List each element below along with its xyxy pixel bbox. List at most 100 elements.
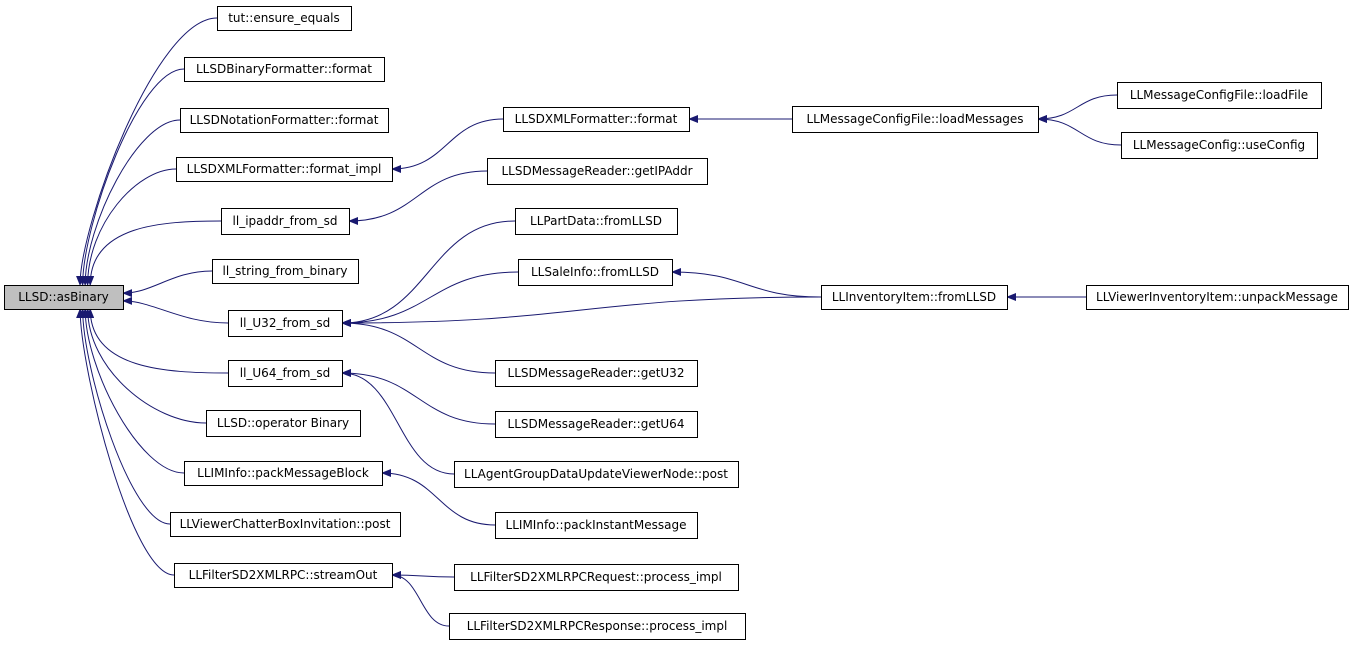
edge-saleinfo-to-u32 bbox=[341, 271, 519, 327]
node-label: LLViewerInventoryItem::unpackMessage bbox=[1096, 290, 1338, 304]
node-label: LLSDMessageReader::getU64 bbox=[508, 417, 685, 431]
edge-u64-to-asBinary bbox=[86, 308, 229, 374]
node-box bbox=[503, 107, 690, 132]
node-llsdbinaryformatter-format[interactable]: LLSDBinaryFormatter::format bbox=[184, 57, 385, 82]
node-llfiltersd2xmlrpcrequest-process-impl[interactable]: LLFilterSD2XMLRPCRequest::process_impl bbox=[454, 564, 739, 591]
node-llsdxmlformatter-format[interactable]: LLSDXMLFormatter::format bbox=[503, 107, 690, 132]
node-box bbox=[449, 613, 746, 640]
node-box bbox=[1121, 132, 1318, 159]
node-llmessageconfig-useconfig[interactable]: LLMessageConfig::useConfig bbox=[1121, 132, 1318, 159]
node-label: LLSaleInfo::fromLLSD bbox=[531, 265, 659, 279]
edge-ipaddr-to-asBinary bbox=[86, 220, 222, 286]
node-llinventoryitem-fromllsd[interactable]: LLInventoryItem::fromLLSD bbox=[821, 285, 1008, 310]
node-label: LLSDXMLFormatter::format bbox=[515, 112, 678, 126]
node-box bbox=[487, 158, 708, 185]
node-box bbox=[217, 6, 352, 31]
node-box bbox=[495, 512, 698, 539]
edge-loadfile-to-loadmsgs bbox=[1037, 94, 1118, 123]
node-ll-u32-from-sd[interactable]: ll_U32_from_sd bbox=[228, 310, 343, 337]
node-ll-ipaddr-from-sd[interactable]: ll_ipaddr_from_sd bbox=[221, 208, 350, 235]
edge-ensure_equals-to-asBinary bbox=[76, 17, 218, 286]
node-llsdnotationformatter-format[interactable]: LLSDNotationFormatter::format bbox=[180, 108, 389, 133]
node-label: LLInventoryItem::fromLLSD bbox=[832, 290, 996, 304]
node-box bbox=[454, 564, 739, 591]
edge-partdata-to-u32 bbox=[341, 220, 516, 327]
edge-binfmt-to-asBinary bbox=[78, 68, 185, 286]
node-box bbox=[176, 157, 393, 182]
node-box bbox=[821, 285, 1008, 310]
edge-xmlfmt_impl-to-asBinary bbox=[83, 168, 177, 286]
node-label: LLSDMessageReader::getIPAddr bbox=[501, 164, 692, 178]
node-label: LLMessageConfigFile::loadFile bbox=[1130, 88, 1308, 102]
edge-u32-to-asBinary bbox=[122, 296, 229, 324]
node-label: LLSDXMLFormatter::format_impl bbox=[187, 162, 382, 176]
node-lliminfo-packmessageblock[interactable]: LLIMInfo::packMessageBlock bbox=[184, 461, 383, 486]
node-llsaleinfo-fromllsd[interactable]: LLSaleInfo::fromLLSD bbox=[518, 259, 673, 286]
node-label: LLSD::asBinary bbox=[18, 290, 108, 304]
node-box bbox=[206, 410, 361, 437]
edge-resp-to-streamout bbox=[391, 571, 450, 627]
node-llsdmessagereader-getu32[interactable]: LLSDMessageReader::getU32 bbox=[495, 360, 698, 387]
node-box bbox=[515, 208, 678, 235]
node-ll-string-from-binary[interactable]: ll_string_from_binary bbox=[212, 259, 359, 284]
node-llsdmessagereader-getipaddr[interactable]: LLSDMessageReader::getIPAddr bbox=[487, 158, 708, 185]
node-label: ll_ipaddr_from_sd bbox=[233, 214, 338, 228]
node-llfiltersd2xmlrpcresponse-process-impl[interactable]: LLFilterSD2XMLRPCResponse::process_impl bbox=[449, 613, 746, 640]
node-label: LLSDBinaryFormatter::format bbox=[196, 62, 372, 76]
node-label: ll_U32_from_sd bbox=[240, 316, 331, 330]
node-box bbox=[792, 106, 1039, 133]
node-llmessageconfigfile-loadmessages[interactable]: LLMessageConfigFile::loadMessages bbox=[792, 106, 1039, 133]
edge-notfmt-to-asBinary bbox=[81, 119, 181, 286]
node-llsd-operator-binary[interactable]: LLSD::operator Binary bbox=[206, 410, 361, 437]
node-llsdxmlformatter-format-impl[interactable]: LLSDXMLFormatter::format_impl bbox=[176, 157, 393, 182]
node-label: LLSDMessageReader::getU32 bbox=[508, 366, 685, 380]
edge-chatter-to-asBinary bbox=[78, 308, 171, 525]
node-label: ll_U64_from_sd bbox=[240, 366, 331, 380]
node-label: LLSDNotationFormatter::format bbox=[190, 113, 379, 127]
node-llsdmessagereader-getu64[interactable]: LLSDMessageReader::getU64 bbox=[495, 411, 698, 438]
nodes-layer: LLSD::asBinary tut::ensure_equalsLLSDBina… bbox=[4, 6, 1349, 640]
node-box bbox=[495, 360, 698, 387]
node-box bbox=[4, 285, 124, 310]
node-label: LLFilterSD2XMLRPC::streamOut bbox=[189, 568, 378, 582]
node-box bbox=[184, 461, 383, 486]
node-llpartdata-fromllsd[interactable]: LLPartData::fromLLSD bbox=[515, 208, 678, 235]
node-label: tut::ensure_equals bbox=[228, 11, 340, 25]
node-box bbox=[174, 563, 393, 588]
node-llsd-asbinary[interactable]: LLSD::asBinary bbox=[4, 285, 124, 310]
node-label: LLMessageConfig::useConfig bbox=[1133, 138, 1305, 152]
node-label: LLAgentGroupDataUpdateViewerNode::post bbox=[464, 467, 728, 481]
node-lliminfo-packinstantmessage[interactable]: LLIMInfo::packInstantMessage bbox=[495, 512, 698, 539]
edge-strbin-to-asBinary bbox=[122, 270, 213, 298]
node-llviewerinventoryitem-unpackmessage[interactable]: LLViewerInventoryItem::unpackMessage bbox=[1086, 285, 1349, 310]
node-label: LLIMInfo::packMessageBlock bbox=[197, 466, 369, 480]
edge-getip-to-ipaddr bbox=[348, 170, 488, 225]
edge-agentgroup-to-u64 bbox=[341, 369, 455, 475]
node-label: LLFilterSD2XMLRPCResponse::process_impl bbox=[467, 619, 728, 633]
edges-layer bbox=[76, 17, 1122, 627]
node-llviewerchatterboxinvitation-post[interactable]: LLViewerChatterBoxInvitation::post bbox=[170, 512, 401, 537]
node-label: LLMessageConfigFile::loadMessages bbox=[806, 112, 1023, 126]
node-tut-ensure-equals[interactable]: tut::ensure_equals bbox=[217, 6, 352, 31]
edge-useconfig-to-loadmsgs bbox=[1037, 115, 1122, 146]
node-box bbox=[495, 411, 698, 438]
node-llfiltersd2xmlrpc-streamout[interactable]: LLFilterSD2XMLRPC::streamOut bbox=[174, 563, 393, 588]
node-box bbox=[170, 512, 401, 537]
edge-opbin-to-asBinary bbox=[83, 308, 207, 424]
node-ll-u64-from-sd[interactable]: ll_U64_from_sd bbox=[228, 360, 343, 387]
edge-xmlfmt-to-xmlfmt_impl bbox=[391, 118, 504, 173]
node-label: LLViewerChatterBoxInvitation::post bbox=[180, 517, 391, 531]
node-box bbox=[454, 461, 739, 488]
node-llmessageconfigfile-loadfile[interactable]: LLMessageConfigFile::loadFile bbox=[1117, 82, 1322, 109]
edge-streamout-to-asBinary bbox=[76, 308, 175, 576]
node-box bbox=[1117, 82, 1322, 109]
edge-packblock-to-asBinary bbox=[81, 308, 185, 474]
node-label: ll_string_from_binary bbox=[223, 264, 348, 278]
node-llagentgroupdataupdateviewernode-post[interactable]: LLAgentGroupDataUpdateViewerNode::post bbox=[454, 461, 739, 488]
node-box bbox=[228, 310, 343, 337]
node-box bbox=[1086, 285, 1349, 310]
node-box bbox=[228, 360, 343, 387]
node-label: LLIMInfo::packInstantMessage bbox=[506, 518, 687, 532]
node-box bbox=[180, 108, 389, 133]
